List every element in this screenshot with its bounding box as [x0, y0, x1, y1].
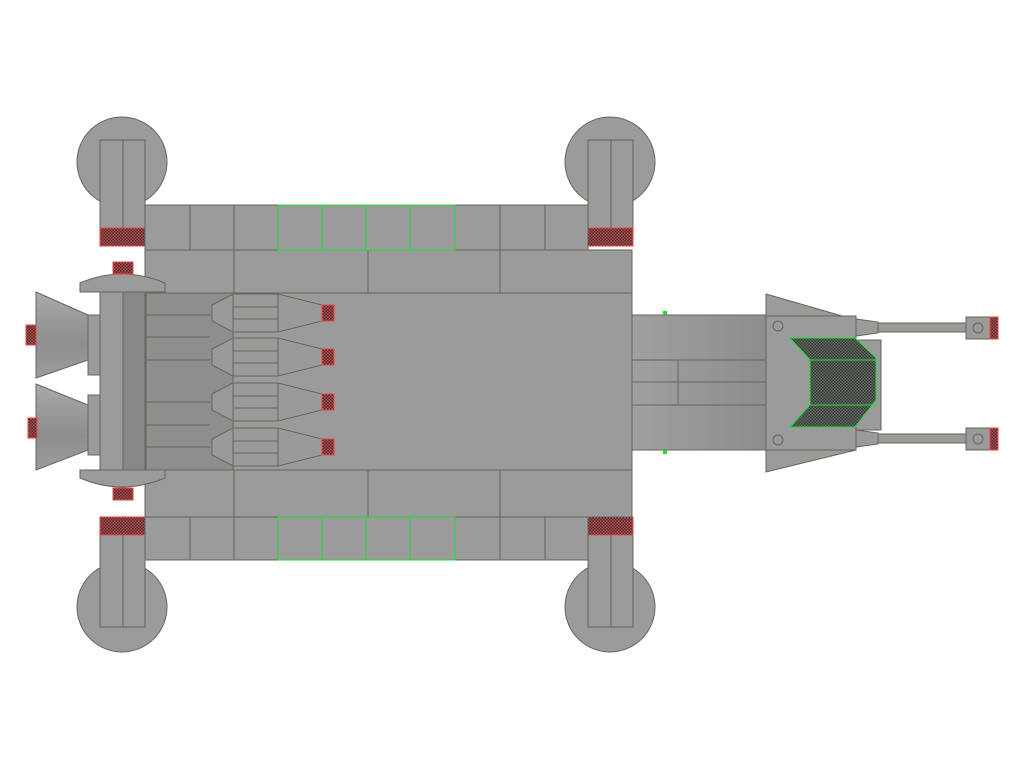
gun-bottom	[855, 427, 999, 451]
thruster-4	[211, 427, 335, 467]
nose-block	[765, 315, 882, 451]
wheel-bottom-right	[564, 516, 656, 653]
gun-top	[855, 316, 999, 340]
engine-cone-bottom	[27, 383, 101, 471]
green-panel-top	[277, 204, 456, 251]
wheel-top-left	[76, 116, 168, 247]
thruster-2	[211, 337, 335, 377]
engine-cone-top	[25, 291, 101, 379]
rear-axle	[79, 261, 210, 501]
thruster-3	[211, 382, 335, 422]
hull	[144, 204, 633, 561]
green-panel-bottom	[277, 516, 456, 561]
wheel-bottom-left	[76, 516, 168, 653]
fin-bottom	[765, 449, 857, 473]
thruster-1	[211, 293, 335, 333]
wheel-top-right	[564, 116, 656, 247]
